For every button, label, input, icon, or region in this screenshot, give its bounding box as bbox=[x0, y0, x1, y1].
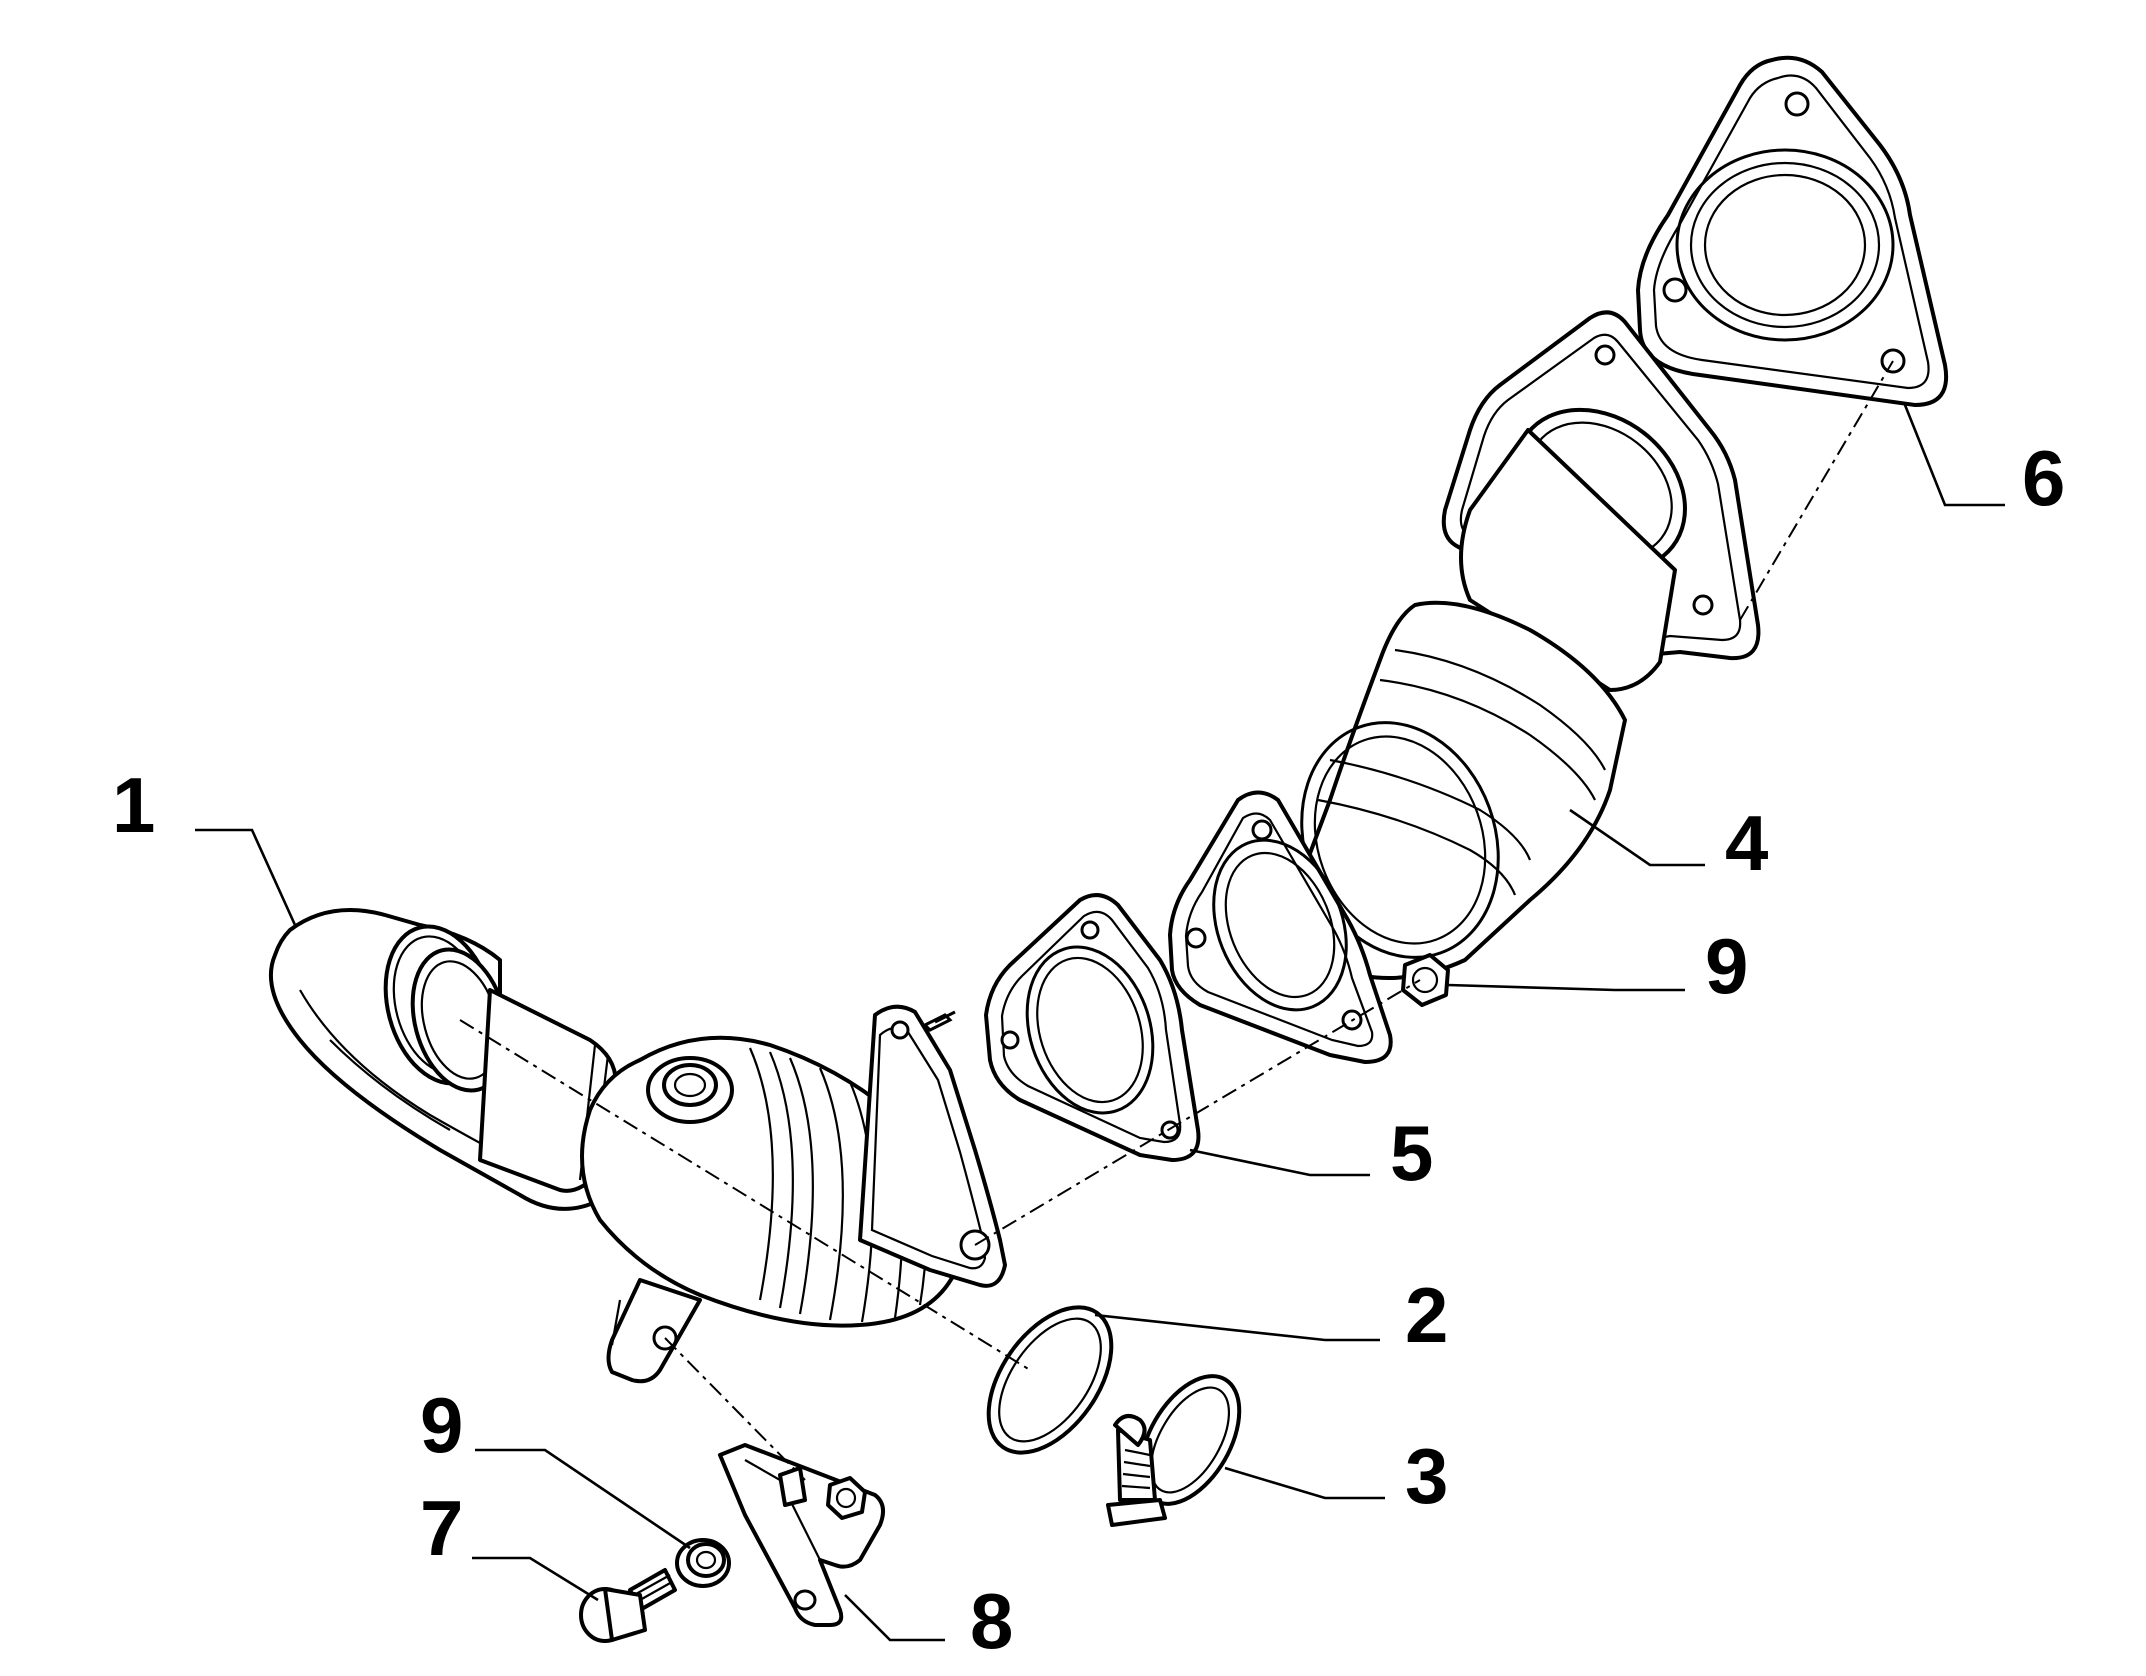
callout-9-upper: 9 bbox=[1705, 922, 1748, 1010]
callout-1: 1 bbox=[112, 761, 155, 849]
part-9-nut-upper[interactable] bbox=[1401, 953, 1450, 1007]
callout-6: 6 bbox=[2022, 434, 2065, 522]
callout-5: 5 bbox=[1390, 1109, 1433, 1197]
leader-lines bbox=[195, 404, 2005, 1642]
part-8-bracket[interactable] bbox=[718, 1443, 886, 1627]
part-6-gasket[interactable] bbox=[1636, 55, 1949, 407]
part-7-bolt[interactable] bbox=[579, 1568, 677, 1643]
callout-labels: 1 2 3 4 5 6 7 8 9 9 bbox=[112, 434, 2065, 1665]
part-9-nut-lower[interactable] bbox=[675, 1538, 731, 1588]
callout-3: 3 bbox=[1405, 1432, 1448, 1520]
part-2-seal-ring[interactable] bbox=[964, 1285, 1137, 1474]
part-5-gasket[interactable] bbox=[984, 893, 1201, 1162]
callout-9-lower: 9 bbox=[420, 1381, 463, 1469]
part-3-hose-clamp[interactable] bbox=[1106, 1359, 1260, 1527]
callout-4: 4 bbox=[1725, 799, 1768, 887]
callout-2: 2 bbox=[1405, 1271, 1448, 1359]
assembly-lines bbox=[459, 360, 1894, 1481]
callout-7: 7 bbox=[420, 1484, 463, 1572]
part-1-downpipe[interactable] bbox=[268, 908, 1007, 1384]
callout-8: 8 bbox=[970, 1577, 1013, 1665]
part-4-converter-pipe[interactable] bbox=[1168, 310, 1761, 1064]
